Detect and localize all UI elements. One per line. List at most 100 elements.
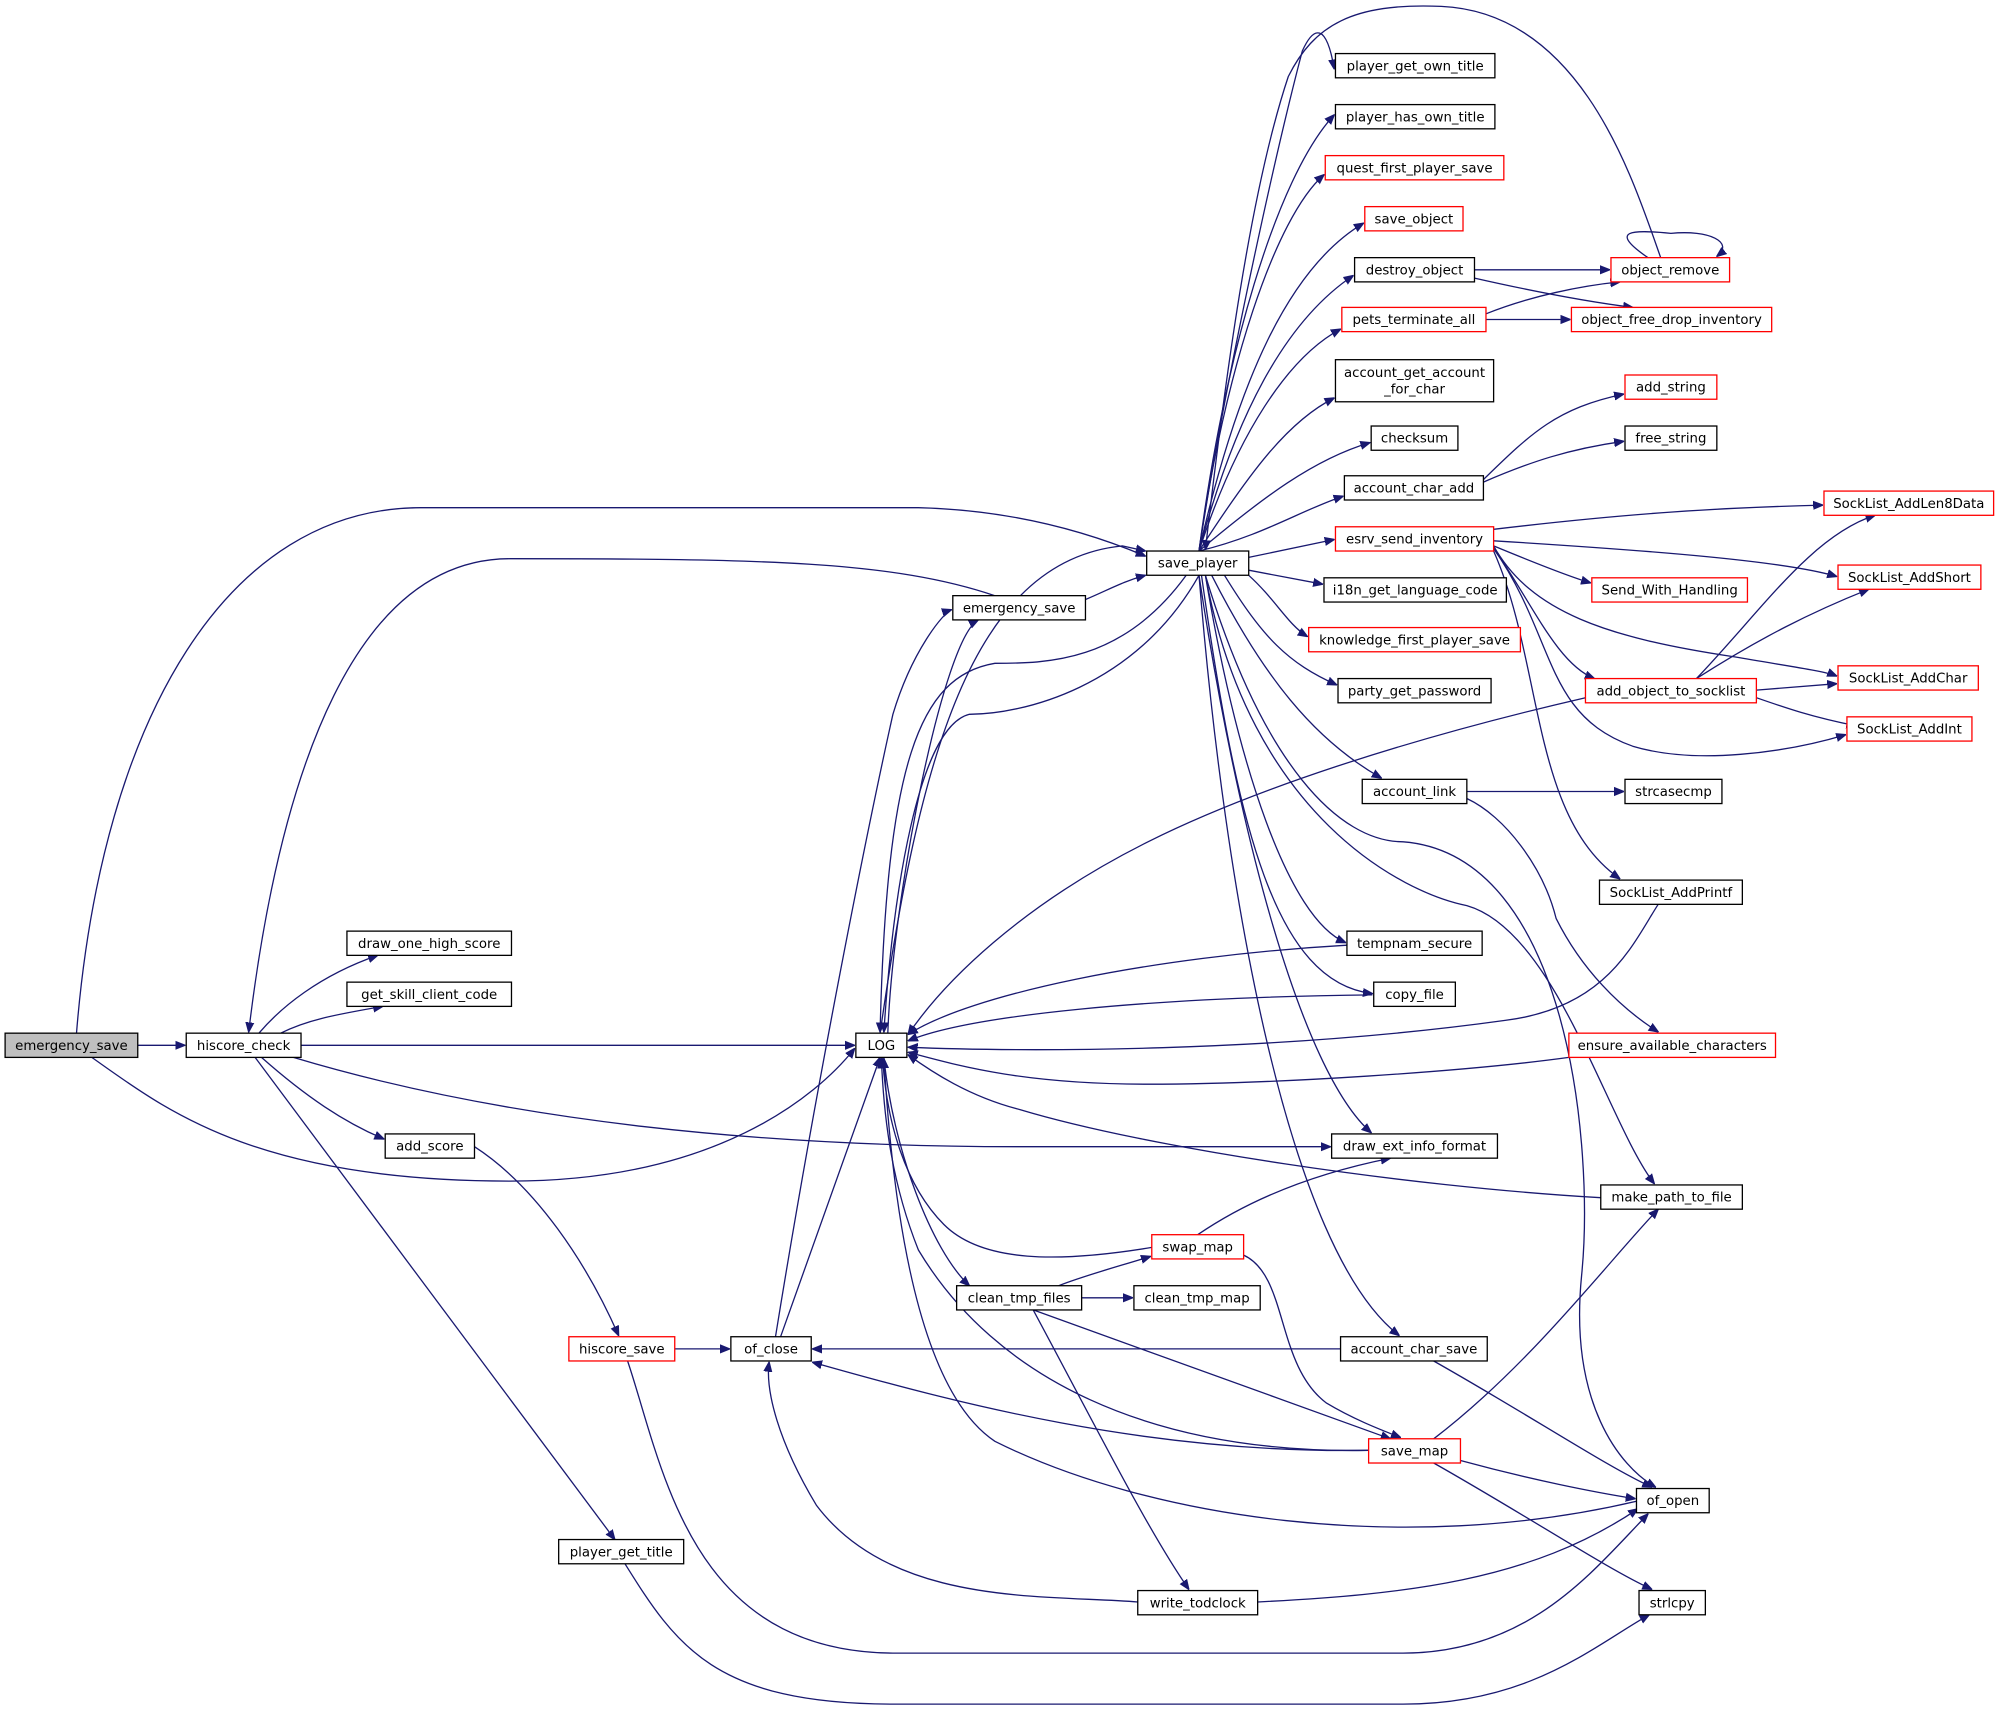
- edge-account_link-to-ensure_available_characters: [1466, 797, 1658, 1032]
- node-draw_one_high_score[interactable]: draw_one_high_score: [346, 930, 513, 957]
- node-hiscore_save[interactable]: hiscore_save: [568, 1336, 676, 1362]
- node-copy_file[interactable]: copy_file: [1373, 981, 1457, 1008]
- edge-swap_map-to-LOG: [883, 1059, 1152, 1258]
- node-object_free_drop_inventory[interactable]: object_free_drop_inventory: [1570, 306, 1773, 333]
- node-player_has_own_title[interactable]: player_has_own_title: [1334, 103, 1496, 130]
- node-swap_map[interactable]: swap_map: [1151, 1234, 1245, 1260]
- node-box: [1837, 564, 1982, 590]
- node-label: make_path_to_file: [1611, 1191, 1731, 1206]
- node-box: [1323, 577, 1508, 603]
- node-label: destroy_object: [1366, 263, 1464, 278]
- edge-add_score-to-hiscore_save: [474, 1146, 619, 1336]
- edge-save_player-to-of_open: [1204, 575, 1655, 1487]
- node-label: write_todclock: [1150, 1596, 1246, 1611]
- node-label: SockList_AddPrintf: [1610, 886, 1733, 901]
- node-label: Send_With_Handling: [1602, 584, 1738, 599]
- edge-save_player-to-esrv_send_inventory: [1248, 540, 1335, 559]
- edge-save_map-to-LOG: [881, 1059, 1369, 1452]
- node-clean_tmp_files[interactable]: clean_tmp_files: [955, 1285, 1083, 1311]
- node-box: [1151, 1234, 1245, 1260]
- node-i18n_get_language_code[interactable]: i18n_get_language_code: [1323, 577, 1508, 603]
- node-label: clean_tmp_map: [1144, 1291, 1249, 1306]
- node-box: [1339, 1336, 1488, 1362]
- edge-swap_map-to-draw_ext_info_format: [1197, 1158, 1391, 1236]
- node-SockList_AddPrintf[interactable]: SockList_AddPrintf: [1598, 879, 1743, 905]
- node-party_get_password[interactable]: party_get_password: [1337, 677, 1492, 704]
- node-account_char_save[interactable]: account_char_save: [1339, 1336, 1488, 1362]
- edge-save_player-to-LOG: [884, 574, 1200, 1032]
- node-save_map[interactable]: save_map: [1367, 1438, 1462, 1464]
- node-SockList_AddInt[interactable]: SockList_AddInt: [1846, 716, 1973, 742]
- node-tempnam_secure[interactable]: tempnam_secure: [1346, 930, 1483, 957]
- node-box: [1343, 475, 1485, 501]
- edge-root-to-save_player: [75, 507, 1146, 1034]
- edge-clean_tmp_files-to-write_todclock: [1032, 1309, 1189, 1589]
- node-checksum[interactable]: checksum: [1370, 425, 1459, 451]
- node-player_get_title[interactable]: player_get_title: [558, 1538, 685, 1565]
- node-box: [346, 930, 513, 957]
- node-label: save_map: [1381, 1444, 1448, 1459]
- node-account_char_add[interactable]: account_char_add: [1343, 475, 1485, 501]
- node-LOG[interactable]: LOG: [855, 1032, 908, 1059]
- node-box: [1133, 1285, 1261, 1311]
- node-save_player[interactable]: save_player: [1146, 550, 1250, 576]
- node-box: [1370, 425, 1459, 451]
- node-account_link[interactable]: account_link: [1361, 778, 1468, 805]
- function-nodes: emergency_save hiscore_check draw_one_high…: [4, 52, 1995, 1616]
- node-label: SockList_AddInt: [1857, 723, 1962, 738]
- node-make_path_to_file[interactable]: make_path_to_file: [1600, 1184, 1743, 1210]
- node-box: [1584, 677, 1758, 704]
- node-strcasecmp[interactable]: strcasecmp: [1624, 778, 1723, 805]
- edge-destroy_object-to-object_free_drop_inventory: [1474, 277, 1633, 307]
- node-ensure_available_characters[interactable]: ensure_available_characters: [1568, 1032, 1777, 1059]
- node-label: knowledge_first_player_save: [1319, 633, 1510, 648]
- node-esrv_send_inventory[interactable]: esrv_send_inventory: [1334, 526, 1495, 552]
- node-box: [568, 1336, 676, 1362]
- node-SockList_AddChar[interactable]: SockList_AddChar: [1837, 665, 1979, 691]
- node-get_skill_client_code[interactable]: get_skill_client_code: [346, 981, 513, 1008]
- node-clean_tmp_map[interactable]: clean_tmp_map: [1133, 1285, 1261, 1311]
- edge-of_close-to-LOG: [779, 1057, 881, 1337]
- node-destroy_object[interactable]: destroy_object: [1353, 257, 1476, 283]
- node-quest_first_player_save[interactable]: quest_first_player_save: [1324, 154, 1505, 181]
- edge-save_player-to-checksum: [1198, 443, 1370, 552]
- node-write_todclock[interactable]: write_todclock: [1137, 1589, 1259, 1616]
- node-save_object[interactable]: save_object: [1364, 205, 1464, 232]
- node-label: clean_tmp_files: [968, 1291, 1071, 1306]
- node-pets_terminate_all[interactable]: pets_terminate_all: [1341, 306, 1487, 333]
- node-label: SockList_AddLen8Data: [1833, 497, 1984, 512]
- node-add_object_to_socklist[interactable]: add_object_to_socklist: [1584, 677, 1758, 704]
- node-label: of_open: [1647, 1494, 1700, 1509]
- node-knowledge_first_player_save[interactable]: knowledge_first_player_save: [1308, 626, 1522, 653]
- node-root[interactable]: emergency_save: [4, 1032, 139, 1059]
- edge-add_object_to_socklist-to-SockList_AddInt: [1756, 697, 1856, 726]
- node-hiscore_check[interactable]: hiscore_check: [185, 1032, 302, 1059]
- node-label: free_string: [1635, 432, 1706, 447]
- node-box: [384, 1133, 476, 1159]
- node-box: [1341, 306, 1487, 333]
- node-label: add_string: [1636, 381, 1706, 396]
- edge-copy_file-to-LOG: [908, 994, 1373, 1041]
- node-draw_ext_info_format[interactable]: draw_ext_info_format: [1330, 1133, 1499, 1159]
- edge-write_todclock-to-of_close: [768, 1362, 1138, 1603]
- node-SockList_AddLen8Data[interactable]: SockList_AddLen8Data: [1823, 490, 1995, 516]
- node-object_remove[interactable]: object_remove: [1610, 257, 1731, 283]
- node-SockList_AddShort[interactable]: SockList_AddShort: [1837, 564, 1982, 590]
- edge-save_player-to-i18n_get_language_code: [1248, 569, 1323, 584]
- node-of_close[interactable]: of_close: [730, 1336, 812, 1362]
- node-emergency_save2[interactable]: emergency_save: [952, 595, 1087, 621]
- node-account_get_account_for_char[interactable]: account_get_account_for_char: [1334, 359, 1495, 403]
- node-Send_With_Handling[interactable]: Send_With_Handling: [1591, 577, 1749, 603]
- edge-hiscore_check-to-draw_one_high_score: [258, 955, 378, 1034]
- node-add_string[interactable]: add_string: [1624, 374, 1718, 400]
- edge-add_object_to_socklist-to-SockList_AddShort: [1696, 589, 1868, 680]
- edge-save_player-to-account_char_add: [1198, 496, 1343, 552]
- edge-save_map-to-make_path_to_file: [1433, 1209, 1659, 1440]
- node-player_get_own_title[interactable]: player_get_own_title: [1334, 52, 1496, 79]
- node-free_string[interactable]: free_string: [1624, 425, 1718, 451]
- node-add_score[interactable]: add_score: [384, 1133, 476, 1159]
- node-label: account_link: [1373, 785, 1456, 800]
- node-of_open[interactable]: of_open: [1635, 1487, 1710, 1514]
- node-strlcpy[interactable]: strlcpy: [1638, 1589, 1707, 1616]
